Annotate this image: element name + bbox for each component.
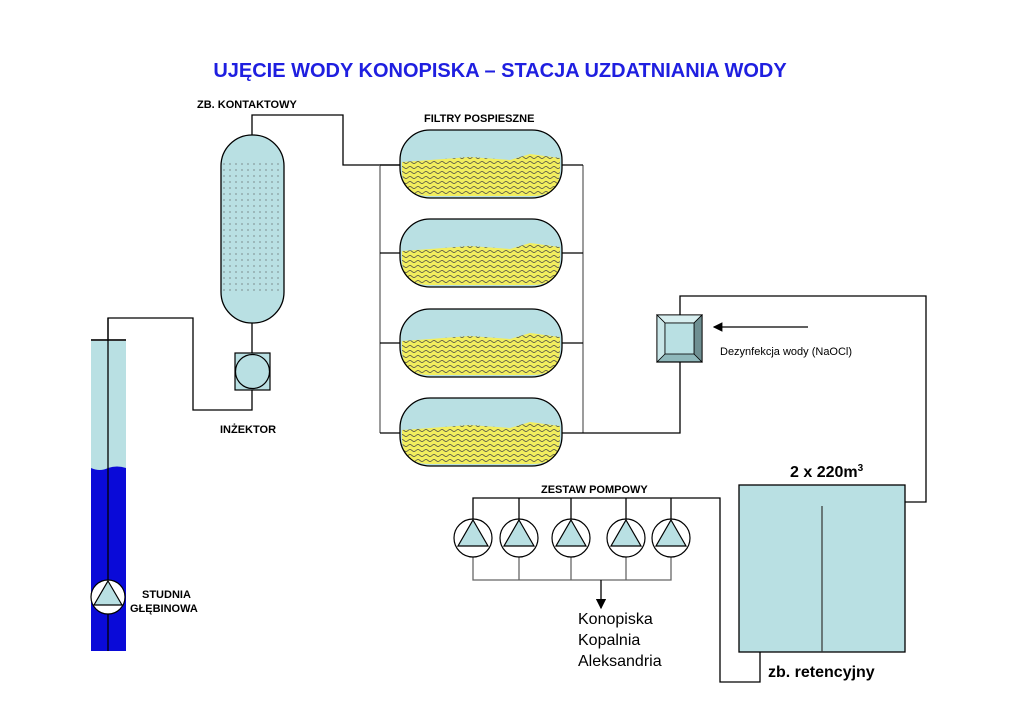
well-label-line2: GŁĘBINOWA [130, 603, 198, 615]
filter-2 [399, 218, 563, 288]
deep-well [90, 318, 126, 651]
pump-icon [606, 518, 646, 558]
retention-tank-label: zb. retencyjny [768, 664, 875, 681]
well-label-line1: STUDNIA [142, 589, 191, 601]
destination-3: Aleksandria [578, 653, 662, 670]
destination-2: Kopalnia [578, 632, 640, 649]
pump-set [453, 518, 691, 558]
pump-icon [453, 518, 493, 558]
contact-tank [220, 134, 285, 324]
contact-tank-label: ZB. KONTAKTOWY [197, 99, 297, 111]
retention-tank [738, 484, 906, 653]
tank-capacity-label: 2 x 220m3 [790, 463, 864, 481]
pump-icon [499, 518, 539, 558]
pump-icon [651, 518, 691, 558]
disinfection-unit [656, 314, 703, 363]
well-pump-icon [90, 579, 126, 615]
pump-set-label: ZESTAW POMPOWY [541, 484, 648, 496]
injector [234, 352, 271, 391]
pipes [107, 114, 927, 683]
filter-3 [399, 308, 563, 378]
filters-label: FILTRY POSPIESZNE [424, 113, 534, 125]
filter-1 [399, 129, 563, 199]
disinfection-label: Dezynfekcja wody (NaOCl) [720, 346, 852, 358]
destination-1: Konopiska [578, 611, 653, 628]
pump-icon [551, 518, 591, 558]
filter-4 [399, 397, 563, 467]
injector-label: INŻEKTOR [220, 423, 276, 436]
rapid-filters [399, 129, 563, 467]
page-title: UJĘCIE WODY KONOPISKA – STACJA UZDATNIAN… [213, 60, 787, 82]
